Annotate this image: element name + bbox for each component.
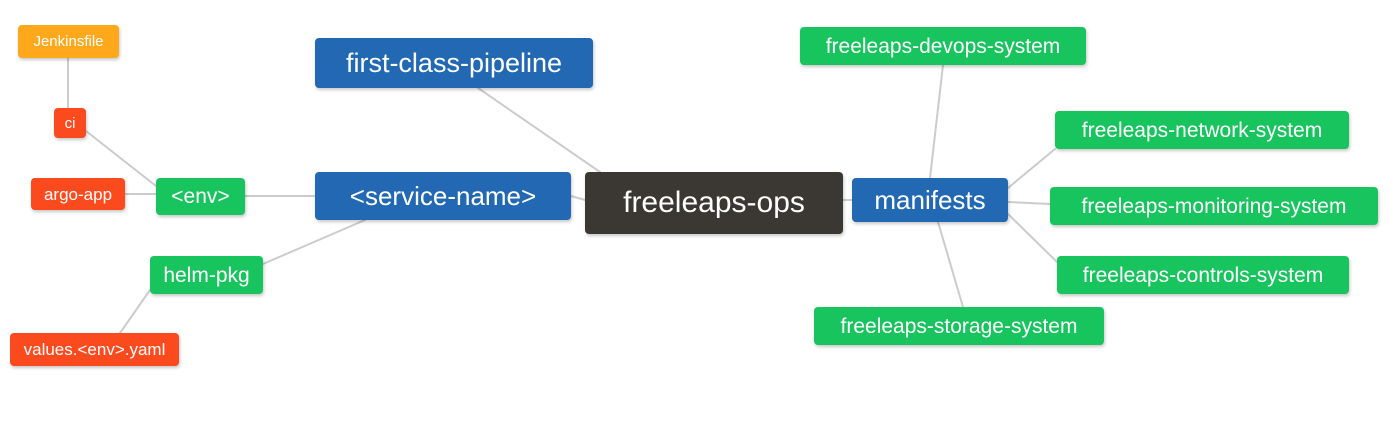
edge-service-name-to-helm-pkg (262, 219, 366, 265)
mindmap-node-freeleaps-monitoring-system[interactable]: freeleaps-monitoring-system (1050, 187, 1378, 225)
mindmap-node-freeleaps-ops[interactable]: freeleaps-ops (585, 172, 843, 234)
mindmap-node-freeleaps-devops-system[interactable]: freeleaps-devops-system (800, 27, 1086, 65)
mindmap-node-label: freeleaps-controls-system (1082, 263, 1324, 287)
mindmap-node-label: values.<env>.yaml (23, 340, 166, 359)
mindmap-node-manifests[interactable]: manifests (852, 178, 1008, 222)
mindmap-node-freeleaps-controls-system[interactable]: freeleaps-controls-system (1057, 256, 1349, 294)
mindmap-node-freeleaps-network-system[interactable]: freeleaps-network-system (1055, 111, 1349, 149)
mindmap-node-jenkinsfile[interactable]: Jenkinsfile (18, 25, 119, 58)
mindmap-node-label: <service-name> (349, 181, 537, 211)
mindmap-node-label: helm-pkg (163, 263, 250, 287)
mindmap-node-label: first-class-pipeline (345, 47, 563, 78)
edge-manifests-to-freeleaps-monitoring-system (1007, 201, 1051, 205)
mindmap-node-label: Jenkinsfile (33, 33, 104, 50)
edge-freeleaps-ops-to-first-class-pipeline (477, 87, 601, 173)
edge-helm-pkg-to-values-yaml (119, 289, 151, 334)
mindmap-node-ci[interactable]: ci (54, 108, 86, 138)
mindmap-node-argo-app[interactable]: argo-app (31, 178, 125, 210)
mindmap-node-label: ci (64, 114, 76, 132)
edge-manifests-to-freeleaps-network-system (1007, 148, 1056, 189)
mindmap-node-label: argo-app (43, 184, 113, 204)
mindmap-node-freeleaps-storage-system[interactable]: freeleaps-storage-system (814, 307, 1104, 345)
mindmap-node-label: manifests (874, 185, 986, 215)
mindmap-node-label: freeleaps-ops (623, 186, 805, 219)
edge-freeleaps-ops-to-service-name (570, 195, 586, 201)
mindmap-node-first-class-pipeline[interactable]: first-class-pipeline (315, 38, 593, 88)
mindmap-node-label: freeleaps-monitoring-system (1081, 194, 1347, 218)
mindmap-node-helm-pkg[interactable]: helm-pkg (150, 256, 263, 294)
mindmap-node-label: freeleaps-network-system (1081, 118, 1323, 142)
edge-manifests-to-freeleaps-storage-system (937, 221, 964, 308)
mindmap-node-service-name[interactable]: <service-name> (315, 172, 571, 220)
mindmap-node-env[interactable]: <env> (156, 178, 245, 215)
mindmap-node-label: freeleaps-storage-system (840, 314, 1078, 338)
mindmap-node-label: freeleaps-devops-system (825, 34, 1061, 58)
edge-manifests-to-freeleaps-devops-system (929, 64, 944, 179)
mindmap-node-label: <env> (171, 185, 230, 208)
mindmap-node-values-yaml[interactable]: values.<env>.yaml (10, 333, 179, 366)
